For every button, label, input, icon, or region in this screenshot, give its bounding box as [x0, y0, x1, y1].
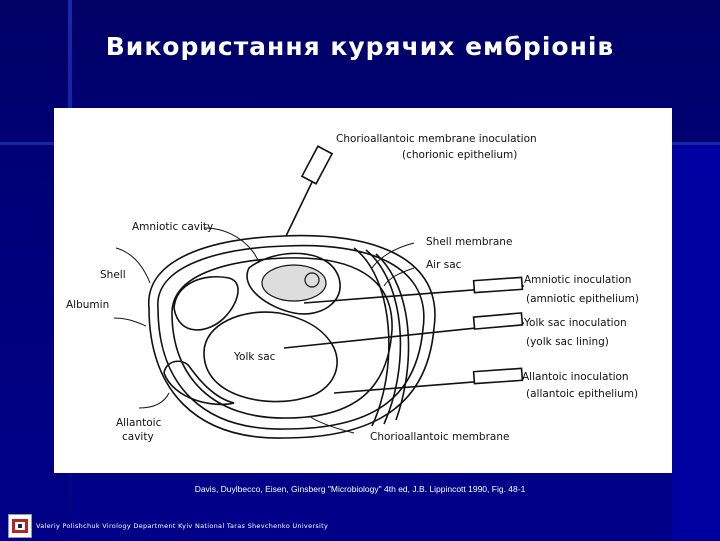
decorative-right-panel — [672, 145, 720, 540]
label-yolk-sac-lining: (yolk sac lining) — [526, 336, 609, 348]
label-allantoic-cavity-line2: cavity — [122, 431, 154, 443]
label-shell-membrane: Shell membrane — [426, 236, 512, 248]
figure-citation: Davis, Duylbecco, Eisen, Ginsberg "Micro… — [0, 484, 720, 494]
allantoic-cavity — [164, 361, 234, 404]
egg-diagram-panel: Chorioallantoic membrane inoculation (ch… — [54, 108, 672, 473]
embryo — [262, 265, 326, 301]
label-allantoic-epithelium: (allantoic epithelium) — [526, 388, 638, 400]
label-amniotic-cavity: Amniotic cavity — [132, 221, 213, 233]
label-yolk-sac: Yolk sac — [233, 351, 276, 363]
label-chorioallantoic-inoculation: Chorioallantoic membrane inoculation — [336, 133, 537, 145]
label-amniotic-epithelium: (amniotic epithelium) — [526, 293, 639, 305]
label-yolk-sac-inoculation: Yolk sac inoculation — [523, 317, 627, 329]
egg-diagram: Chorioallantoic membrane inoculation (ch… — [54, 108, 672, 473]
label-albumin: Albumin — [66, 299, 109, 311]
university-logo — [8, 514, 32, 538]
label-chorionic-epithelium: (chorionic epithelium) — [402, 149, 517, 161]
albumin-region — [174, 277, 238, 330]
label-allantoic-cavity-line1: Allantoic — [116, 417, 162, 429]
slide-title: Використання курячих ембріонів — [0, 32, 720, 61]
label-air-sac: Air sac — [426, 259, 462, 271]
label-amniotic-inoculation: Amniotic inoculation — [524, 274, 631, 286]
label-chorioallantoic-membrane: Chorioallantoic membrane — [370, 431, 509, 443]
label-shell: Shell — [100, 269, 126, 281]
label-allantoic-inoculation: Allantoic inoculation — [522, 371, 629, 383]
footer-credit: Valeriy Polishchuk Virology Department K… — [36, 522, 328, 530]
chorioallantoic-needle — [286, 178, 314, 236]
